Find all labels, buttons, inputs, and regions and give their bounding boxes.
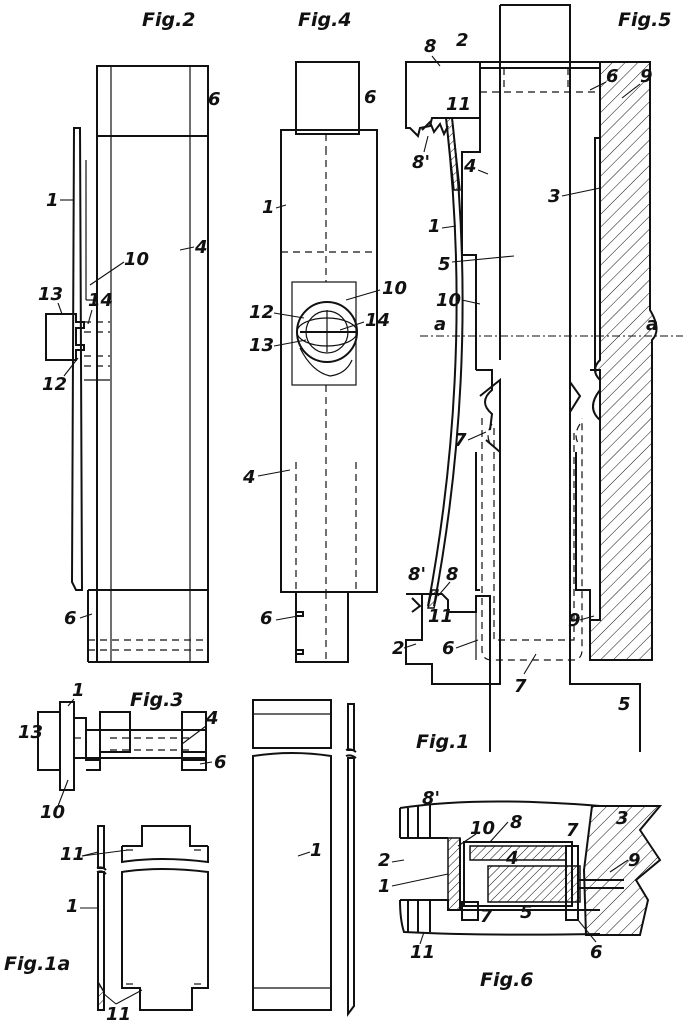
figure-4: Fig.4 6 1 10 12 14 13 4 6 [242, 9, 407, 663]
fig5-caption: Fig.5 [618, 9, 672, 31]
fig4-label-13: 13 [249, 335, 274, 356]
figure-5: Fig.5 [392, 4, 683, 752]
fig3-label-13: 13 [18, 722, 43, 743]
fig2-body [96, 65, 209, 663]
fig3-label-10: 10 [40, 802, 65, 823]
figure-2: Fig.2 1 6 4 10 13 14 1 [38, 9, 221, 663]
fig5-label-9-top: 9 [640, 66, 653, 87]
fig5-label-7-lower: 7 [514, 676, 527, 697]
fig5-label-6-bottom: 6 [442, 638, 455, 659]
fig2-label-14: 14 [88, 290, 113, 311]
fig6-label-10: 10 [470, 818, 495, 839]
fig5-label-5-lower: 5 [618, 694, 631, 715]
fig6-label-11: 11 [410, 942, 435, 963]
fig5-label-11-bottom: 11 [428, 606, 453, 627]
fig3-spring-1 [59, 701, 75, 791]
figure-1a: Fig.1a 11 1 11 [4, 825, 209, 1025]
fig5-label-1: 1 [428, 216, 441, 237]
fig5-label-a-left: a [434, 314, 446, 335]
fig2-label-10: 10 [124, 249, 149, 270]
fig3-body-4 [85, 729, 207, 759]
fig6-label-9: 9 [628, 850, 641, 871]
fig1a-label-1: 1 [66, 896, 79, 917]
fig6-bar-5 [487, 865, 581, 903]
fig4-label-6-bottom: 6 [260, 608, 273, 629]
fig2-caption: Fig.2 [142, 9, 196, 31]
fig5-block-2-bottom [405, 593, 491, 685]
fig5-label-8-bottom: 8 [446, 564, 459, 585]
fig2-label-6-top: 6 [208, 89, 221, 110]
fig6-label-3: 3 [616, 808, 629, 829]
fig1-spring-1 [252, 752, 332, 1011]
fig1-side-strip [347, 703, 355, 751]
fig4-label-12: 12 [249, 302, 274, 323]
fig5-label-10: 10 [436, 290, 461, 311]
fig1-cap-top [252, 699, 332, 749]
fig5-label-2-top: 2 [456, 30, 469, 51]
fig5-label-8p-top: 8' [412, 152, 430, 173]
fig6-label-8: 8 [510, 812, 523, 833]
fig4-window-10 [291, 281, 357, 386]
fig5-label-3: 3 [548, 186, 561, 207]
fig5-label-6-top: 6 [606, 66, 619, 87]
fig3-label-1: 1 [72, 680, 85, 701]
fig5-label-7-upper: 7 [454, 430, 467, 451]
fig2-label-6-bottom: 6 [64, 608, 77, 629]
fig6-label-5: 5 [520, 902, 533, 923]
fig5-spring-1 [427, 117, 458, 607]
fig5-label-11-top: 11 [446, 94, 471, 115]
fig2-spring-1 [70, 127, 84, 591]
fig5-label-5: 5 [438, 254, 451, 275]
fig2-label-13: 13 [38, 284, 63, 305]
fig1a-label-11-bottom: 11 [106, 1004, 131, 1025]
fig4-label-10: 10 [382, 278, 407, 299]
fig4-label-14: 14 [365, 310, 390, 331]
fig1-caption: Fig.1 [416, 731, 470, 753]
fig1a-blade-front [122, 825, 208, 847]
fig5-label-4: 4 [463, 156, 477, 177]
fig6-label-7-top: 7 [566, 820, 579, 841]
fig4-label-4: 4 [242, 467, 256, 488]
fig6-label-6: 6 [590, 942, 603, 963]
fig3-label-6: 6 [214, 752, 227, 773]
fig1-label-1: 1 [310, 840, 323, 861]
fig6-label-8p: 8' [422, 788, 440, 809]
fig5-bar-5 [500, 4, 641, 752]
fig6-label-7-bottom: 7 [480, 906, 493, 927]
fig5-label-2-bottom: 2 [392, 638, 405, 659]
fig2-label-12: 12 [42, 374, 67, 395]
fig1a-label-11-top: 11 [60, 844, 85, 865]
fig5-label-9-bottom: 9 [568, 610, 581, 631]
fig4-cap-6-top [295, 61, 360, 135]
fig6-housing-3 [582, 805, 663, 936]
figure-1: Fig.1 1 [252, 699, 470, 1017]
fig1a-caption: Fig.1a [4, 953, 70, 975]
fig6-label-4: 4 [505, 848, 519, 869]
fig3-label-4: 4 [205, 708, 219, 729]
fig2-label-1: 1 [46, 190, 59, 211]
fig1a-blade-side [97, 825, 105, 869]
fig6-caption: Fig.6 [480, 969, 534, 991]
fig4-label-6-top: 6 [364, 87, 377, 108]
fig6-label-1: 1 [378, 876, 391, 897]
fig5-label-8p-bottom: 8' [408, 564, 426, 585]
fig4-label-1: 1 [262, 197, 275, 218]
figure-3: Fig.3 1 13 4 6 10 [18, 680, 227, 823]
fig4-caption: Fig.4 [298, 9, 352, 31]
figure-6: Fig.6 8' 8 10 3 7 9 [378, 788, 663, 991]
fig3-caption: Fig.3 [130, 689, 184, 711]
fig5-label-a-right: a [646, 314, 658, 335]
fig2-label-4: 4 [194, 237, 208, 258]
fig6-label-2: 2 [378, 850, 391, 871]
fig5-label-8-top: 8 [424, 36, 437, 57]
fig6-spring-1 [447, 837, 461, 911]
fig2-clip-13 [45, 313, 85, 361]
fig4-cap-6-bottom [295, 591, 349, 663]
fig5-housing-3 [589, 61, 658, 661]
